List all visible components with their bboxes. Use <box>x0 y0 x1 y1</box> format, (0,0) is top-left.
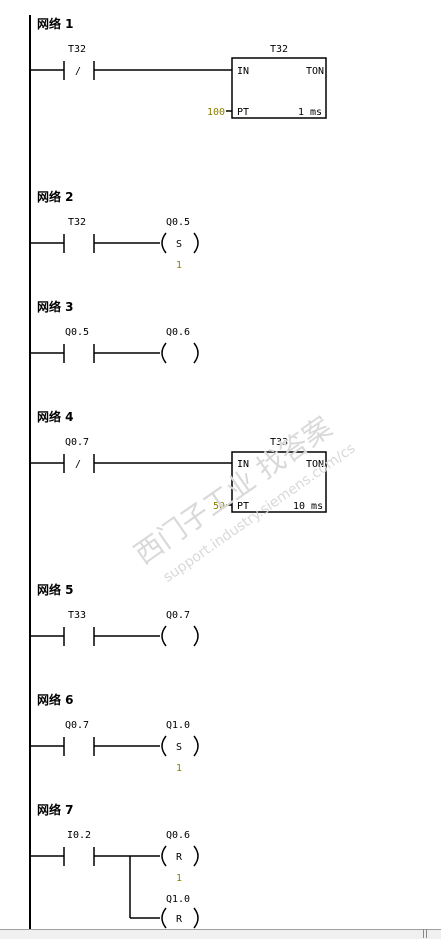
contact-label: I0.2 <box>67 830 91 841</box>
contact-label: Q0.5 <box>65 327 89 338</box>
timer-type-label: TON <box>306 66 324 77</box>
coil-label: Q1.0 <box>166 894 190 905</box>
coil-label: Q0.6 <box>166 327 190 338</box>
timer-in-label: IN <box>237 66 249 77</box>
coil-q0-7[interactable] <box>161 625 199 647</box>
contact-label: T33 <box>68 610 86 621</box>
coil-op: R <box>176 852 183 863</box>
timer-preset-value: 100 <box>207 107 225 118</box>
timer-preset-value: 50 <box>213 501 225 512</box>
timer-type-label: TON <box>306 459 324 470</box>
coil-set-q0-5[interactable]: S <box>161 232 199 254</box>
coil-op: S <box>176 239 182 250</box>
contact-label: Q0.7 <box>65 720 89 731</box>
network-title-2[interactable]: 网络 2 <box>37 189 74 204</box>
network-title-6[interactable]: 网络 6 <box>37 692 74 707</box>
timer-box-t32[interactable]: T32 IN TON PT 1 ms <box>231 44 327 119</box>
network-title-7[interactable]: 网络 7 <box>37 802 74 817</box>
network-3-rung: Q0.5 Q0.6 <box>30 327 199 364</box>
contact-label: T32 <box>68 217 86 228</box>
nc-slash-icon: / <box>75 459 81 470</box>
timer-in-label: IN <box>237 459 249 470</box>
contact-label: T32 <box>68 44 86 55</box>
network-4-rung: Q0.7 / T33 IN TON PT 10 ms 50 <box>30 437 327 513</box>
coil-count: 1 <box>176 763 182 774</box>
timer-pt-label: PT <box>237 501 249 512</box>
timer-resolution: 10 ms <box>293 501 323 512</box>
scrollbar-track[interactable] <box>0 929 441 939</box>
timer-name: T33 <box>270 437 288 448</box>
network-title-4[interactable]: 网络 4 <box>37 409 74 424</box>
network-1-rung: T32 / T32 IN TON PT 1 ms 100 <box>30 44 327 119</box>
timer-pt-label: PT <box>237 107 249 118</box>
coil-q0-6[interactable] <box>161 342 199 364</box>
coil-label: Q0.5 <box>166 217 190 228</box>
coil-count: 1 <box>176 260 182 271</box>
coil-label: Q1.0 <box>166 720 190 731</box>
coil-set-q1-0[interactable]: S <box>161 735 199 757</box>
timer-box-t33[interactable]: T33 IN TON PT 10 ms <box>231 437 327 513</box>
network-5-rung: T33 Q0.7 <box>30 610 199 647</box>
coil-count: 1 <box>176 873 182 884</box>
network-6-rung: Q0.7 Q1.0 S 1 <box>30 720 199 774</box>
contact-label: Q0.7 <box>65 437 89 448</box>
nc-slash-icon: / <box>75 66 81 77</box>
network-title-1[interactable]: 网络 1 <box>37 16 74 31</box>
coil-label: Q0.7 <box>166 610 190 621</box>
coil-op: S <box>176 742 182 753</box>
network-title-3[interactable]: 网络 3 <box>37 299 74 314</box>
timer-resolution: 1 ms <box>298 107 322 118</box>
timer-name: T32 <box>270 44 288 55</box>
resize-grip-icon[interactable] <box>423 929 427 938</box>
network-2-rung: T32 Q0.5 S 1 <box>30 217 199 271</box>
coil-reset-q1-0[interactable]: R <box>161 907 199 929</box>
network-7-rung: I0.2 Q0.6 R 1 Q1.0 R <box>30 830 199 929</box>
coil-reset-q0-6[interactable]: R <box>161 845 199 867</box>
network-title-5[interactable]: 网络 5 <box>37 582 74 597</box>
coil-op: R <box>176 914 183 925</box>
coil-label: Q0.6 <box>166 830 190 841</box>
